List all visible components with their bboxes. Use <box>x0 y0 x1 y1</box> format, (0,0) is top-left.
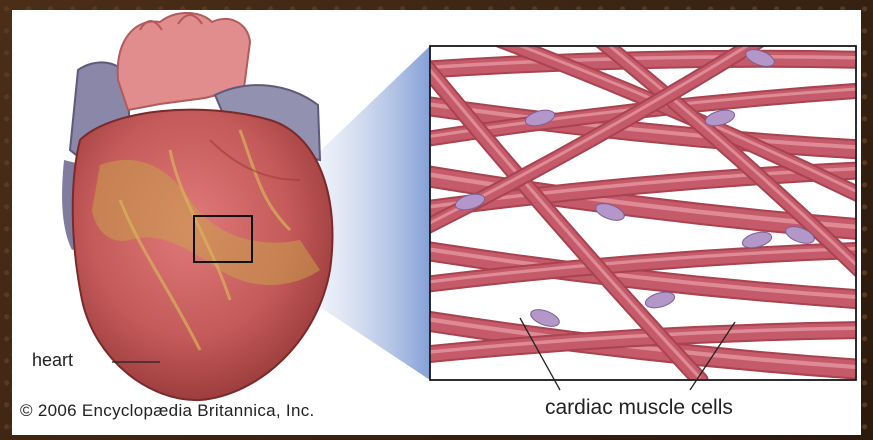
copyright-credit: © 2006 Encyclopædia Britannica, Inc. <box>20 401 315 421</box>
heart-label: heart <box>32 350 73 371</box>
magnified-cells <box>420 38 870 398</box>
cardiac-cells-label: cardiac muscle cells <box>545 396 733 420</box>
muscle-fiber-highlight <box>420 388 870 396</box>
heart-illustration <box>62 13 332 400</box>
